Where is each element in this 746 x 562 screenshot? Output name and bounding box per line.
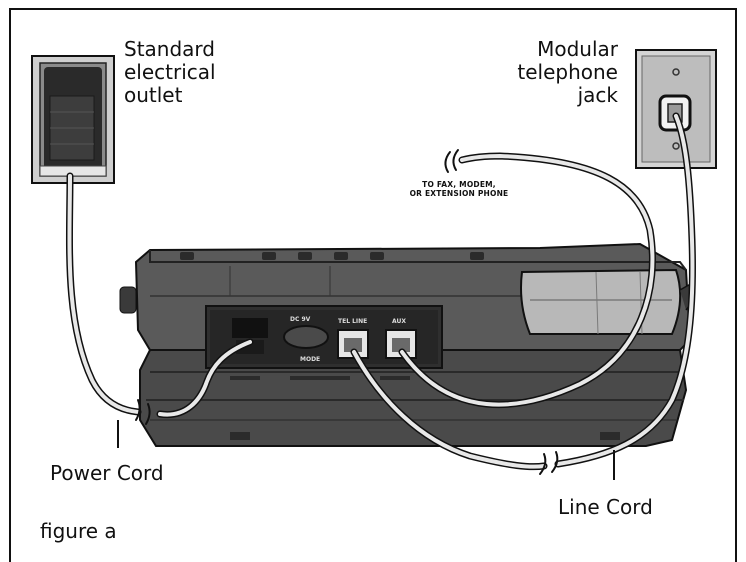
- dc-port-label: DC 9V: [290, 316, 311, 323]
- telephone-base: [119, 242, 695, 447]
- tel-line-port-label: TEL LINE: [338, 318, 368, 325]
- aux-port-label: AUX: [392, 318, 406, 325]
- outlet-label: Standard electrical outlet: [124, 37, 216, 107]
- power-cord: [65, 172, 254, 425]
- power-cord-label: Power Cord: [50, 461, 164, 485]
- line-cord: [350, 112, 696, 475]
- extension-cord: [398, 149, 656, 408]
- line-cord-label: Line Cord: [558, 495, 653, 519]
- mode-switch-label: MODE: [300, 356, 321, 363]
- telephone-wall-jack: [635, 49, 717, 169]
- jack-label: Modular telephone jack: [517, 37, 618, 107]
- figure-caption: figure a: [40, 519, 117, 543]
- electrical-outlet: [31, 55, 115, 184]
- figure-frame: [9, 8, 737, 562]
- extension-label: TO FAX, MODEM, OR EXTENSION PHONE: [409, 180, 509, 198]
